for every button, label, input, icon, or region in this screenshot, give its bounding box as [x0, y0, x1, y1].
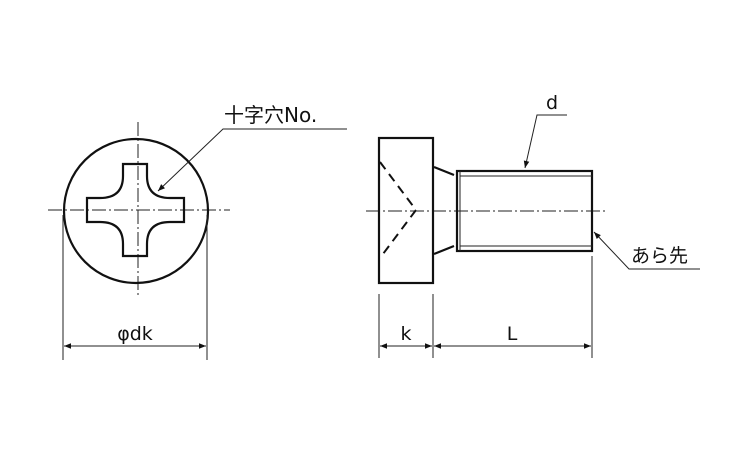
d-label: d — [546, 92, 558, 114]
l-label: L — [507, 323, 518, 345]
head-side — [377, 136, 435, 285]
cross-recess — [85, 162, 186, 258]
neck-top — [433, 165, 455, 177]
screw-side-view: d あら先 k L — [366, 92, 700, 358]
recess-leader — [157, 128, 347, 192]
shank — [455, 169, 594, 253]
point-leader — [593, 231, 700, 270]
dk-label: φdk — [117, 323, 153, 345]
recess-no-label: 十字穴No. — [224, 103, 317, 127]
head-outline — [62, 137, 210, 285]
k-label: k — [400, 323, 411, 345]
d-leader — [523, 114, 567, 169]
recess-hidden-line — [379, 161, 418, 259]
neck-bottom — [433, 244, 455, 256]
point-label: あら先 — [631, 245, 688, 267]
head-top-view: 十字穴No. φdk — [48, 103, 347, 360]
